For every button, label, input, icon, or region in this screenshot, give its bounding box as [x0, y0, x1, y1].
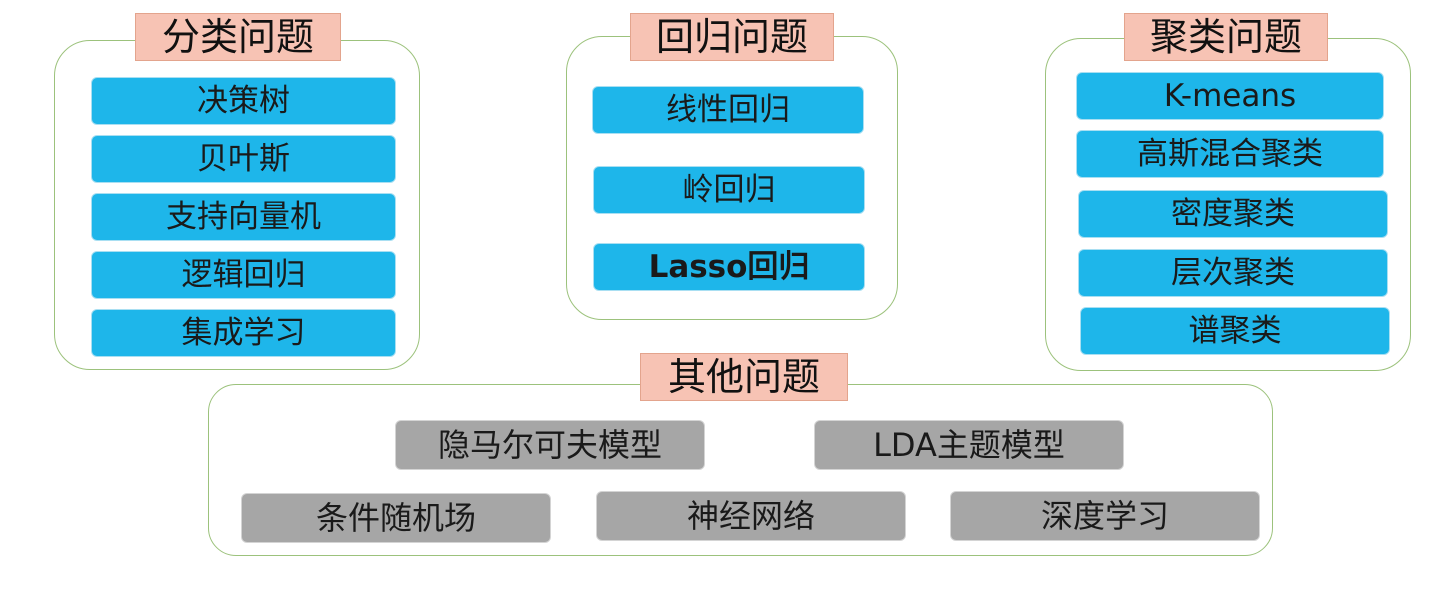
clustering-item-kmeans: K-means: [1076, 72, 1384, 120]
classification-item-decision-tree: 决策树: [91, 77, 396, 125]
clustering-item-spectral: 谱聚类: [1080, 307, 1390, 355]
other-item-neural-network: 神经网络: [596, 491, 906, 541]
other-title: 其他问题: [640, 353, 848, 401]
classification-item-logistic-regression: 逻辑回归: [91, 251, 396, 299]
regression-item-linear: 线性回归: [592, 86, 864, 134]
clustering-title: 聚类问题: [1124, 13, 1328, 61]
clustering-item-gmm: 高斯混合聚类: [1076, 130, 1384, 178]
other-item-lda: LDA主题模型: [814, 420, 1124, 470]
regression-item-ridge: 岭回归: [593, 166, 865, 214]
regression-title: 回归问题: [630, 13, 834, 61]
classification-item-ensemble-learning: 集成学习: [91, 309, 396, 357]
other-item-hmm: 隐马尔可夫模型: [395, 420, 705, 470]
other-item-crf: 条件随机场: [241, 493, 551, 543]
classification-item-svm: 支持向量机: [91, 193, 396, 241]
other-item-deep-learning: 深度学习: [950, 491, 1260, 541]
clustering-item-density: 密度聚类: [1078, 190, 1388, 238]
clustering-item-hierarchical: 层次聚类: [1078, 249, 1388, 297]
classification-item-bayes: 贝叶斯: [91, 135, 396, 183]
classification-title: 分类问题: [135, 13, 341, 61]
regression-item-lasso: Lasso回归: [593, 243, 865, 291]
